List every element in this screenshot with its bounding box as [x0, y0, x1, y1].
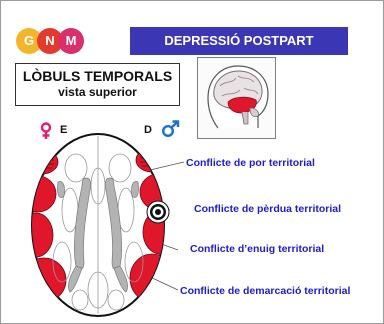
brain-side-view-thumbnail [197, 57, 276, 139]
target-icon [146, 200, 170, 224]
left-lobe-lower [32, 257, 67, 303]
left-horn [57, 181, 65, 198]
gnm-logo: G N M [16, 28, 108, 54]
left-lobe-upper [32, 175, 57, 213]
ventricles [57, 177, 139, 293]
brain-side-view-icon [207, 65, 269, 129]
label-fear-territorial-conflict: Conflicte de por territorial [186, 157, 315, 169]
label-territorial-marking-conflict: Conflicte de demarcació territorial [180, 285, 351, 297]
female-symbol-icon [40, 122, 52, 139]
left-lobe-middle [32, 212, 54, 258]
temporal-lobes-top-view-diagram [31, 133, 185, 317]
right-side-label: D [144, 124, 152, 136]
title-line-1: LÒBULS TEMPORALS [22, 68, 173, 84]
right-horn [131, 181, 139, 198]
left-ventricle-tail [68, 265, 83, 293]
label-territorial-anger-conflict: Conflicte d’enuig territorial [190, 243, 325, 255]
right-ventricle-tail [113, 265, 128, 293]
page-title: DEPRESSIÓ POSTPART [130, 27, 348, 55]
left-frontal-pole [32, 149, 59, 175]
male-symbol-icon [161, 120, 180, 138]
right-frontal-pole [135, 147, 164, 173]
title-line-2: vista superior [58, 85, 137, 99]
left-side-label: E [60, 124, 68, 136]
inner-gyri [52, 153, 144, 311]
diagram-title-box: LÒBULS TEMPORALS vista superior [15, 63, 180, 106]
logo-letter-m: M [58, 28, 84, 54]
label-territorial-loss-conflict: Conflicte de pèrdua territorial [194, 203, 342, 215]
